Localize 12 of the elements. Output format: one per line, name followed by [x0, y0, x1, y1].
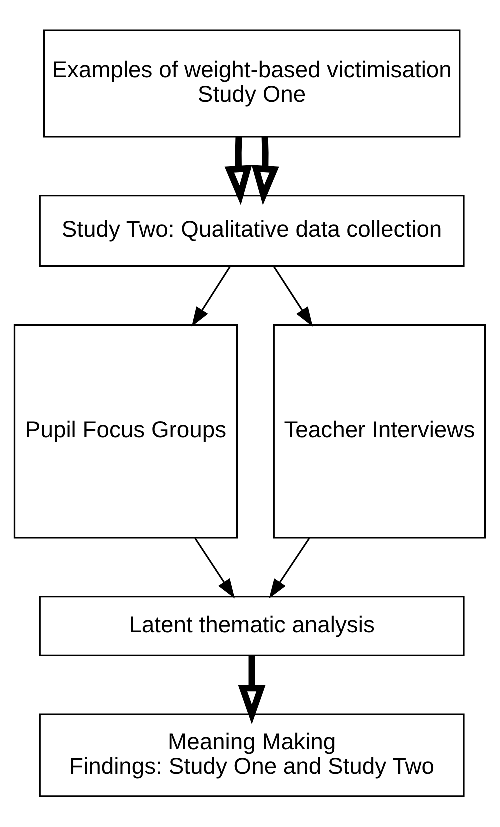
node-box: Teacher Interviews — [273, 324, 486, 539]
arrow — [194, 538, 235, 599]
node-box: Meaning Making Findings: Study One and Study Two — [39, 714, 465, 798]
arrow — [273, 266, 313, 327]
node-box: Latent thematic analysis — [39, 596, 465, 657]
node-box: Study Two: Qualitative data collection — [39, 195, 465, 268]
node-box: Pupil Focus Groups — [14, 324, 238, 539]
arrow — [269, 538, 310, 599]
arrow — [238, 656, 266, 724]
node-box: Examples of weight-based victimisation Study One — [43, 30, 461, 138]
arrow — [192, 266, 232, 327]
arrow — [252, 137, 280, 206]
